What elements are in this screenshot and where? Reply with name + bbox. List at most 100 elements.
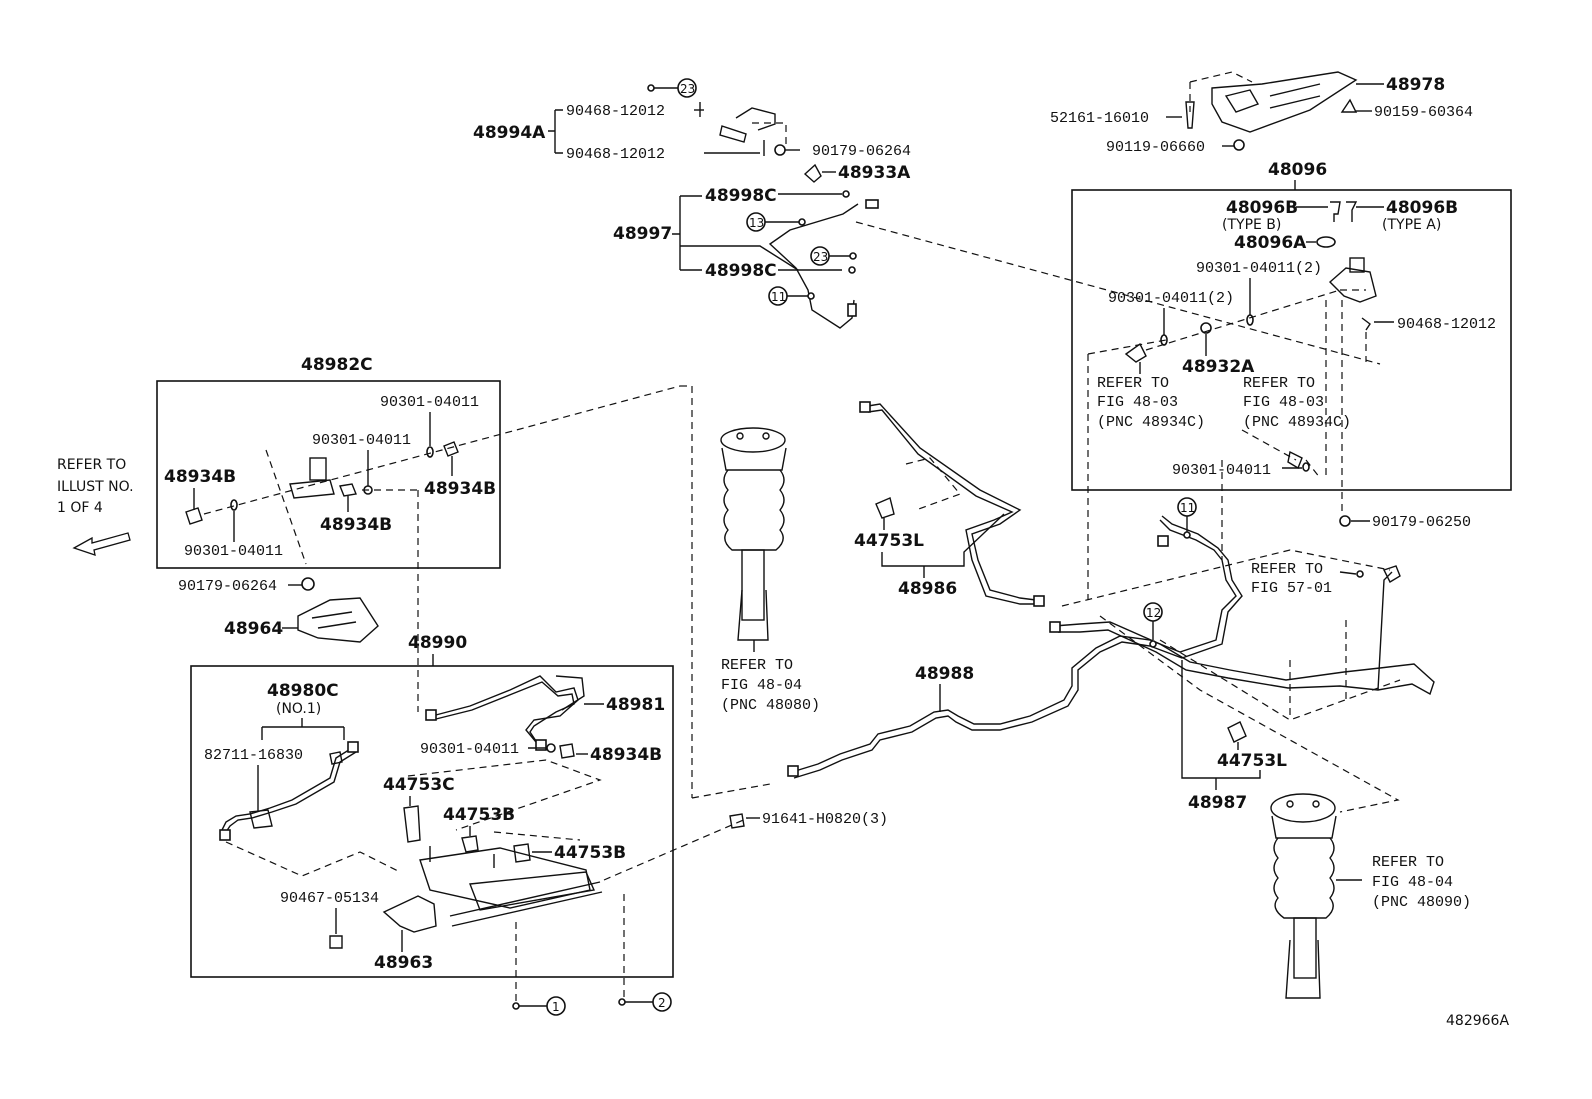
- bracket-48963-icon: [382, 895, 437, 933]
- label-90468-12012-a: 90468-12012: [566, 103, 665, 120]
- svg-text:11: 11: [771, 290, 786, 304]
- clip-44753B-a-icon: [461, 835, 479, 853]
- svg-text:REFER TO: REFER TO: [1097, 375, 1169, 392]
- label-90159-60364: 90159-60364: [1374, 104, 1473, 121]
- label-48980C-no: (NO.1): [276, 701, 321, 717]
- label-48963: 48963: [374, 953, 433, 973]
- label-48981: 48981: [606, 695, 665, 715]
- label-91641-H0820: 91641-H0820(3): [762, 811, 888, 828]
- label-90179-06264-top: 90179-06264: [812, 143, 911, 160]
- clip-44753L-a-icon: [875, 497, 895, 519]
- svg-text:23: 23: [813, 250, 828, 264]
- svg-text:(PNC 48934C): (PNC 48934C): [1097, 414, 1205, 431]
- svg-text:REFER TO: REFER TO: [721, 657, 793, 674]
- label-44753B-a: 44753B: [443, 805, 515, 825]
- clip-48934B-r-icon: [443, 441, 459, 457]
- label-48978: 48978: [1386, 75, 1445, 95]
- clip-48934B-l-icon: [185, 507, 203, 525]
- svg-text:FIG 48-03: FIG 48-03: [1097, 394, 1178, 411]
- svg-text:REFER TO: REFER TO: [1243, 375, 1315, 392]
- svg-text:2: 2: [658, 996, 666, 1010]
- label-48964: 48964: [224, 619, 283, 639]
- label-90119-06660: 90119-06660: [1106, 139, 1205, 156]
- label-90468-12012-b: 90468-12012: [566, 146, 665, 163]
- label-48096B-a: 48096B: [1386, 198, 1458, 218]
- clip-44753C-icon: [403, 805, 421, 843]
- label-48982C: 48982C: [301, 355, 373, 375]
- label-90179-06250: 90179-06250: [1372, 514, 1471, 531]
- box-48096: [1071, 189, 1512, 491]
- front-shock-absorber-icon: [720, 427, 787, 641]
- label-48933A: 48933A: [838, 163, 911, 183]
- illustration-id: 482966A: [1446, 1013, 1509, 1029]
- ref-fig5701: REFER TO FIG 57-01: [1251, 561, 1332, 597]
- svg-text:REFER TO: REFER TO: [1372, 854, 1444, 871]
- ref-fig4804-rear: REFER TO FIG 48-04 (PNC 48090): [1372, 854, 1471, 911]
- label-82711-16830: 82711-16830: [204, 747, 303, 764]
- label-90301-04011-l1: 90301-04011: [380, 394, 479, 411]
- svg-text:FIG 48-04: FIG 48-04: [721, 677, 802, 694]
- svg-text:FIG 48-03: FIG 48-03: [1243, 394, 1324, 411]
- label-48998C-b: 48998C: [705, 261, 777, 281]
- label-48990: 48990: [408, 633, 467, 653]
- clip-44753L-b-icon: [1227, 721, 1247, 743]
- refer-illust-line3: 1 OF 4: [57, 500, 103, 516]
- rear-shock-absorber-icon: [1270, 793, 1337, 999]
- label-90301-04011-2a: 90301-04011(2): [1196, 260, 1322, 277]
- svg-text:13: 13: [749, 216, 764, 230]
- refer-illust-line1: REFER TO: [57, 457, 126, 473]
- svg-text:(PNC 48090): (PNC 48090): [1372, 894, 1471, 911]
- label-48934B-l1: 48934B: [424, 479, 496, 499]
- ref-fig4804-front: REFER TO FIG 48-04 (PNC 48080): [721, 657, 820, 714]
- bolt-90467-icon: [329, 935, 343, 949]
- label-44753L-b: 44753L: [1217, 751, 1287, 771]
- label-90301-04011-2b: 90301-04011(2): [1108, 290, 1234, 307]
- label-48096B-b-type: (TYPE B): [1222, 217, 1281, 233]
- svg-text:FIG 57-01: FIG 57-01: [1251, 580, 1332, 597]
- clip-91641-icon: [729, 813, 745, 829]
- label-48096: 48096: [1268, 160, 1327, 180]
- cap-48096A-icon: [1316, 236, 1336, 248]
- clip-48934B-b-icon: [559, 743, 575, 759]
- label-48980C: 48980C: [267, 681, 339, 701]
- cover-48978-icon: [1211, 71, 1358, 133]
- label-48987: 48987: [1188, 793, 1247, 813]
- valve-bracket-icon: [1328, 257, 1377, 303]
- nut-90179-06264-icon: [301, 577, 315, 591]
- label-44753B-b: 44753B: [554, 843, 626, 863]
- label-48994A: 48994A: [473, 123, 546, 143]
- box-48982C: [156, 380, 501, 569]
- label-48096B-a-type: (TYPE A): [1382, 217, 1441, 233]
- clamp-82711-icon: [249, 809, 273, 829]
- nut-icon: [774, 144, 786, 156]
- svg-text:11: 11: [1180, 501, 1195, 515]
- label-90301-04011-l2: 90301-04011: [312, 432, 411, 449]
- svg-text:(PNC 48080): (PNC 48080): [721, 697, 820, 714]
- label-48997: 48997: [613, 224, 672, 244]
- label-52161-16010: 52161-16010: [1050, 110, 1149, 127]
- bolt-90119-icon: [1233, 139, 1245, 151]
- clip-52161-icon: [1185, 101, 1195, 129]
- height-sensor-48982C-icon: [289, 457, 335, 499]
- svg-text:(PNC 48934C): (PNC 48934C): [1243, 414, 1351, 431]
- sensor-bracket-icon: [699, 102, 776, 156]
- pump-assembly-icon: [419, 846, 603, 927]
- label-48988: 48988: [915, 664, 974, 684]
- label-90467-05134: 90467-05134: [280, 890, 379, 907]
- label-48934B-l3: 48934B: [320, 515, 392, 535]
- label-48986: 48986: [898, 579, 957, 599]
- label-90301-04011-right: 90301-04011: [1172, 462, 1271, 479]
- svg-text:FIG 48-04: FIG 48-04: [1372, 874, 1453, 891]
- label-44753C: 44753C: [383, 775, 455, 795]
- cover-48964-icon: [297, 597, 379, 643]
- label-90468-12012-right: 90468-12012: [1397, 316, 1496, 333]
- label-48934B-l2: 48934B: [164, 467, 236, 487]
- clip-icon: [803, 163, 822, 183]
- label-44753L-a: 44753L: [854, 531, 924, 551]
- label-48998C-a: 48998C: [705, 186, 777, 206]
- label-90179-06264-left: 90179-06264: [178, 578, 277, 595]
- label-48096B-b: 48096B: [1226, 198, 1298, 218]
- label-90301-04011-b: 90301-04011: [420, 741, 519, 758]
